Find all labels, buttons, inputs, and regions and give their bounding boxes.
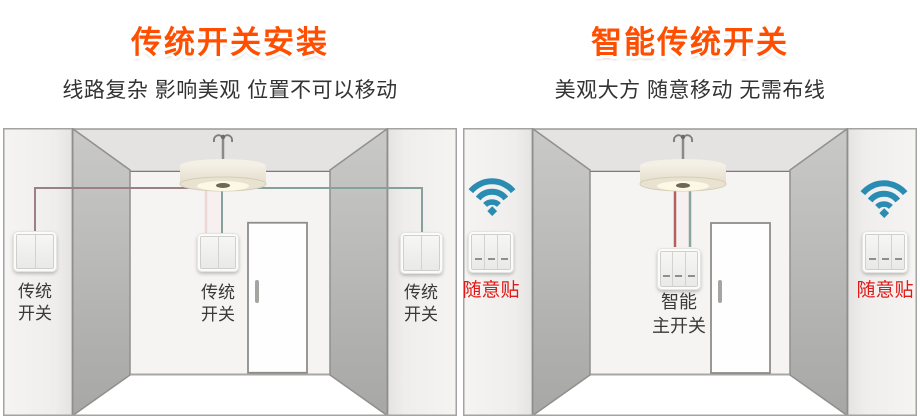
label-line1: 智能: [661, 292, 697, 312]
angled-wall-left: [532, 127, 591, 417]
rocker-dash: [474, 258, 482, 260]
sticker-label-left: 随意贴: [462, 280, 520, 301]
rocker: [17, 235, 36, 268]
panel-smart: 智能传统开关智能传统开关 美观大方 随意移动 无需布线: [460, 0, 920, 420]
smart-main-switch: [657, 248, 701, 290]
panel-title-smart: 智能传统开关智能传统开关: [460, 22, 920, 62]
light-beam: [208, 186, 222, 233]
title-outline: 传统开关安装: [128, 22, 330, 62]
rocker-dash: [487, 258, 495, 260]
switch-rockers: [865, 234, 905, 270]
rocker: [35, 235, 53, 268]
room-scene-svg: [3, 127, 457, 417]
rocker-dash: [894, 258, 902, 260]
rocker-dash: [868, 258, 876, 260]
label-line2: 开关: [201, 305, 235, 325]
rocker: [673, 252, 686, 286]
rocker-dash: [663, 275, 671, 277]
switch-label-right: 传统 开关: [391, 282, 451, 327]
rocker-dash: [881, 258, 889, 260]
switch-rockers: [16, 234, 54, 269]
door-handle: [718, 280, 722, 303]
rocker-dash: [687, 275, 695, 277]
angled-wall-right: [329, 127, 388, 417]
panel-traditional: 传统开关安装传统开关安装 线路复杂 影响美观 位置不可以移动: [0, 22, 460, 417]
label-line1: 传统: [404, 283, 438, 302]
door-handle: [255, 280, 259, 303]
rocker: [879, 235, 892, 269]
wall-switch-right: [400, 232, 443, 274]
left-wall: [3, 128, 73, 416]
sticker-label-right: 随意贴: [856, 280, 914, 301]
wall-switch-left: [13, 231, 57, 272]
panel-subtitle-traditional: 线路复杂 影响美观 位置不可以移动: [62, 79, 398, 102]
panel-subtitle-smart: 美观大方 随意移动 无需布线: [554, 79, 826, 102]
switch-rockers: [403, 235, 440, 271]
rocker: [201, 237, 219, 268]
panel-title-traditional: 传统开关安装传统开关安装: [0, 22, 460, 62]
wall-switch-middle: [197, 233, 239, 272]
angled-wall-right: [789, 127, 848, 417]
label-line2: 开关: [18, 304, 52, 324]
wire-right-switch: [221, 187, 423, 233]
wire-left-switch: [34, 187, 205, 231]
room-illustration-traditional: [3, 127, 457, 417]
title-outline: 智能传统开关: [588, 22, 790, 62]
title-text: 智能传统开关: [591, 25, 789, 60]
rocker: [472, 235, 485, 269]
rocker: [685, 252, 697, 286]
rocker: [218, 237, 235, 268]
switch-label-left: 传统 开关: [5, 281, 65, 326]
ceiling-lamp: [639, 134, 727, 192]
rocker: [422, 236, 439, 270]
sticker-switch-left: [468, 231, 514, 273]
rocker: [892, 235, 904, 269]
switch-rockers: [200, 236, 236, 269]
title-text: 传统开关安装: [131, 25, 329, 60]
rocker-dash: [675, 275, 683, 277]
rocker: [485, 235, 498, 269]
rocker: [661, 252, 674, 286]
sticker-switch-right: [862, 231, 908, 273]
rocker-dash: [500, 258, 508, 260]
rocker: [866, 235, 879, 269]
label-line2: 开关: [404, 305, 438, 325]
switch-rockers: [660, 251, 698, 287]
wifi-icon: [860, 180, 908, 218]
label-line2: 主开关: [652, 315, 706, 336]
label-line1: 传统: [201, 283, 235, 302]
switch-label-middle: 传统 开关: [188, 282, 248, 327]
switch-rockers: [471, 234, 511, 270]
label-line1: 传统: [18, 282, 52, 301]
wifi-icon: [468, 178, 516, 216]
smart-main-switch-label: 智能 主开关: [644, 291, 714, 339]
light-beam: [677, 186, 689, 247]
rocker: [498, 235, 510, 269]
ceiling-lamp: [179, 134, 267, 192]
rocker: [404, 236, 422, 270]
angled-wall-left: [72, 127, 131, 417]
